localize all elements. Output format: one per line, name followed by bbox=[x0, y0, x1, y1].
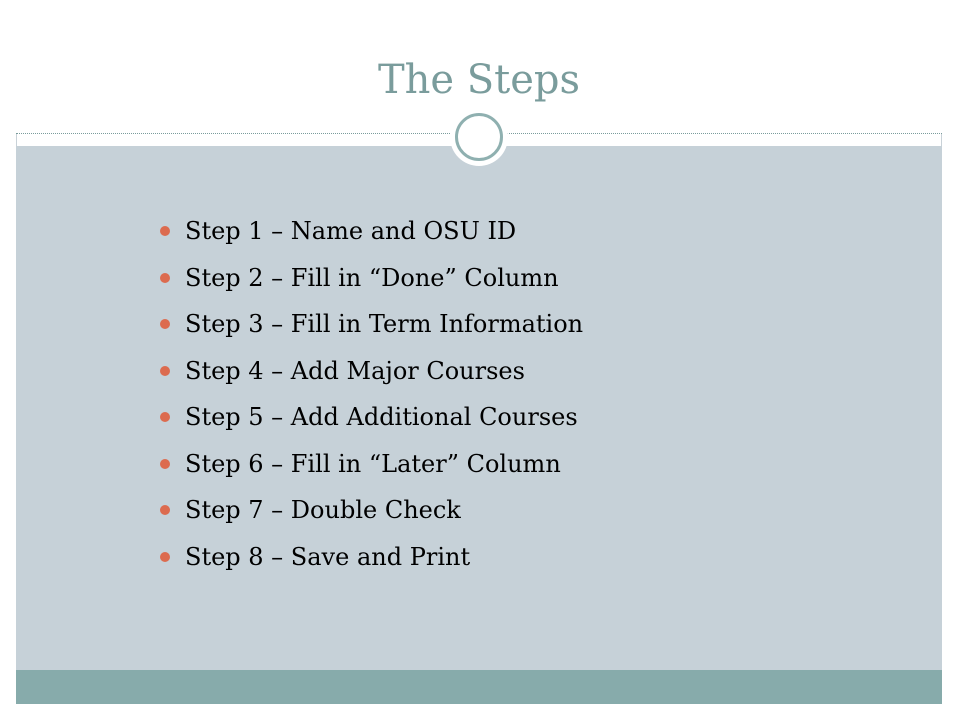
content-area bbox=[16, 146, 942, 670]
bullet-icon bbox=[160, 319, 170, 330]
slide-title: The Steps bbox=[377, 57, 581, 103]
bullet-icon bbox=[160, 272, 170, 283]
divider-ring-icon bbox=[455, 113, 503, 161]
list-item: Step 3 – Fill in Term Information bbox=[160, 301, 583, 348]
list-item: Step 2 – Fill in “Done” Column bbox=[160, 255, 583, 302]
bullet-icon bbox=[160, 458, 170, 469]
steps-list: Step 1 – Name and OSU ID Step 2 – Fill i… bbox=[160, 208, 583, 580]
step-text: Step 5 – Add Additional Courses bbox=[185, 403, 578, 432]
step-text: Step 7 – Double Check bbox=[185, 496, 461, 525]
step-text: Step 6 – Fill in “Later” Column bbox=[185, 449, 561, 478]
bullet-icon bbox=[160, 412, 170, 423]
bullet-icon bbox=[160, 365, 170, 376]
step-text: Step 3 – Fill in Term Information bbox=[185, 310, 584, 339]
list-item: Step 8 – Save and Print bbox=[160, 534, 583, 581]
list-item: Step 1 – Name and OSU ID bbox=[160, 208, 583, 255]
bullet-icon bbox=[160, 226, 170, 237]
step-text: Step 4 – Add Major Courses bbox=[185, 356, 525, 385]
list-item: Step 6 – Fill in “Later” Column bbox=[160, 441, 583, 488]
list-item: Step 4 – Add Major Courses bbox=[160, 348, 583, 395]
bullet-icon bbox=[160, 505, 170, 516]
list-item: Step 5 – Add Additional Courses bbox=[160, 394, 583, 441]
footer-band bbox=[16, 670, 942, 704]
list-item: Step 7 – Double Check bbox=[160, 487, 583, 534]
bullet-icon bbox=[160, 551, 170, 562]
step-text: Step 1 – Name and OSU ID bbox=[185, 217, 517, 246]
step-text: Step 2 – Fill in “Done” Column bbox=[185, 263, 559, 292]
step-text: Step 8 – Save and Print bbox=[185, 542, 471, 571]
